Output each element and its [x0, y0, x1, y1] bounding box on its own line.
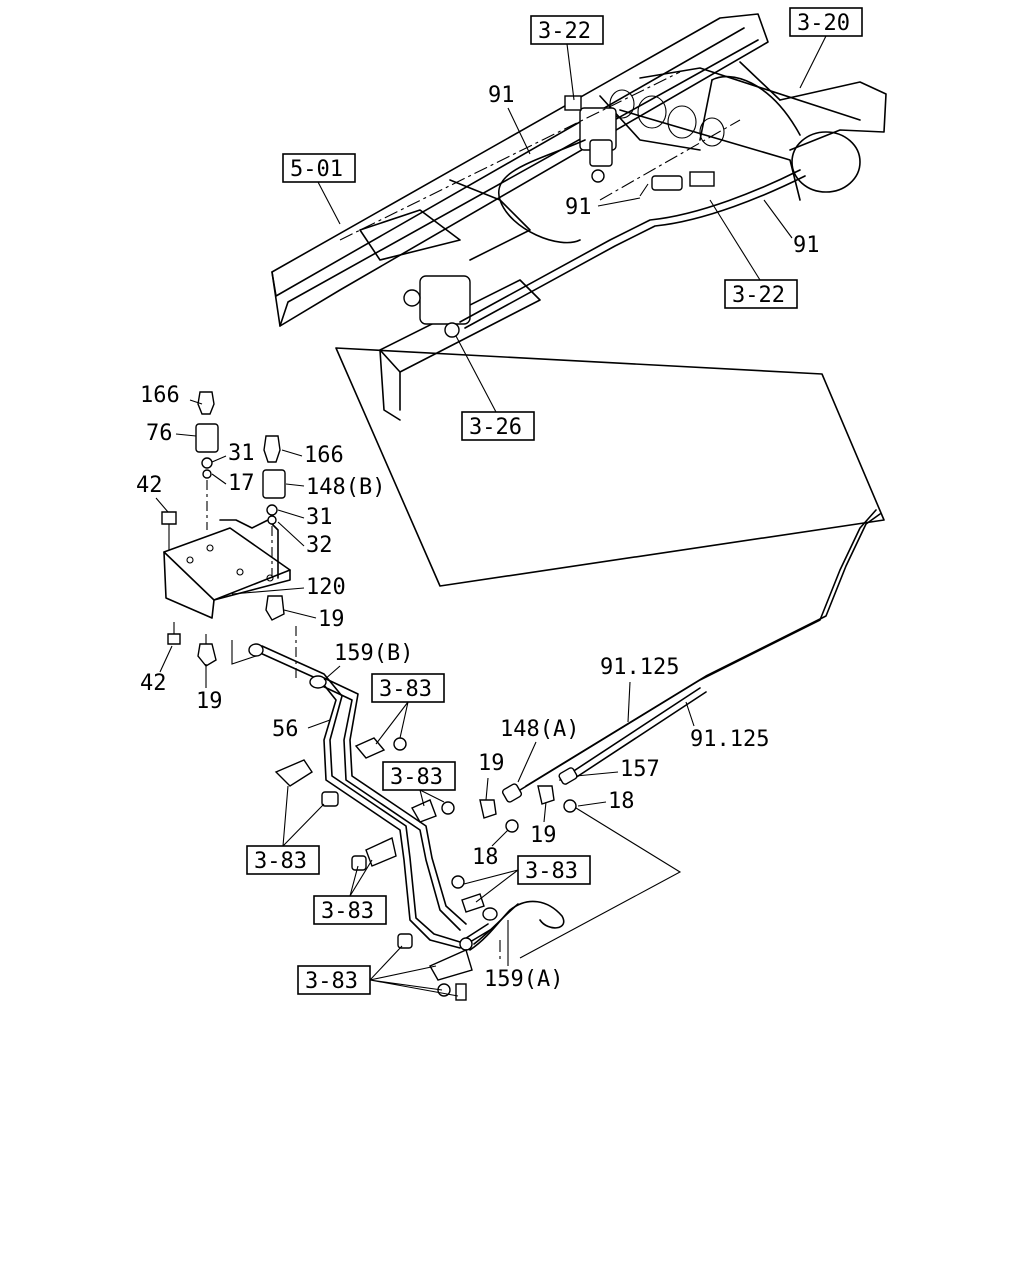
callout-42-bottom: 42	[140, 671, 167, 696]
ref-5-01: 5-01	[290, 157, 343, 182]
callout-91-125-right: 91.125	[690, 727, 769, 752]
callout-18-left: 18	[472, 845, 499, 870]
callout-91-mid: 91	[565, 195, 592, 220]
ref-3-22-top: 3-22	[538, 19, 591, 44]
callout-56: 56	[272, 717, 299, 742]
callout-32: 32	[306, 533, 333, 558]
callout-148a: 148(A)	[500, 717, 579, 742]
ref-3-83-a: 3-83	[379, 677, 432, 702]
callout-19-upper: 19	[318, 607, 345, 632]
detail-frame	[335, 347, 885, 587]
callout-31-right: 31	[306, 505, 333, 530]
ref-3-83-b: 3-83	[390, 765, 443, 790]
callout-19-lower: 19	[196, 689, 223, 714]
ref-3-22-right: 3-22	[732, 283, 785, 308]
ref-3-26: 3-26	[469, 415, 522, 440]
ref-3-83-f: 3-83	[305, 969, 358, 994]
ref-3-83-c: 3-83	[254, 849, 307, 874]
callout-42-top: 42	[136, 473, 163, 498]
ref-3-83-d: 3-83	[525, 859, 578, 884]
callout-19-mid: 19	[478, 751, 505, 776]
callout-17: 17	[228, 471, 255, 496]
callout-166-top: 166	[140, 383, 180, 408]
reference-labels: 3-22 3-20 5-01 3-22 3-26 3-83 3-83 3-83 …	[246, 7, 863, 997]
bracket-assembly	[161, 391, 297, 680]
callout-91-top: 91	[488, 83, 515, 108]
pipe-routing	[231, 509, 881, 1001]
callout-18-right: 18	[608, 789, 635, 814]
callout-157: 157	[620, 757, 660, 782]
ref-3-83-e: 3-83	[321, 899, 374, 924]
callout-120: 120	[306, 575, 346, 600]
callout-19-bottom: 19	[530, 823, 557, 848]
callout-159b: 159(B)	[334, 641, 413, 666]
callout-91-125-left: 91.125	[600, 655, 679, 680]
callout-76: 76	[146, 421, 173, 446]
callout-148b: 148(B)	[306, 475, 385, 500]
chassis-frame	[271, 13, 887, 421]
part-callouts: 91 91 91 166 76 31 166 17 148(B) 42 31 3…	[136, 83, 820, 992]
callout-31-top: 31	[228, 441, 255, 466]
callout-159a: 159(A)	[484, 967, 563, 992]
ref-3-20: 3-20	[797, 11, 850, 36]
callout-166-right: 166	[304, 443, 344, 468]
callout-91-right: 91	[793, 233, 820, 258]
